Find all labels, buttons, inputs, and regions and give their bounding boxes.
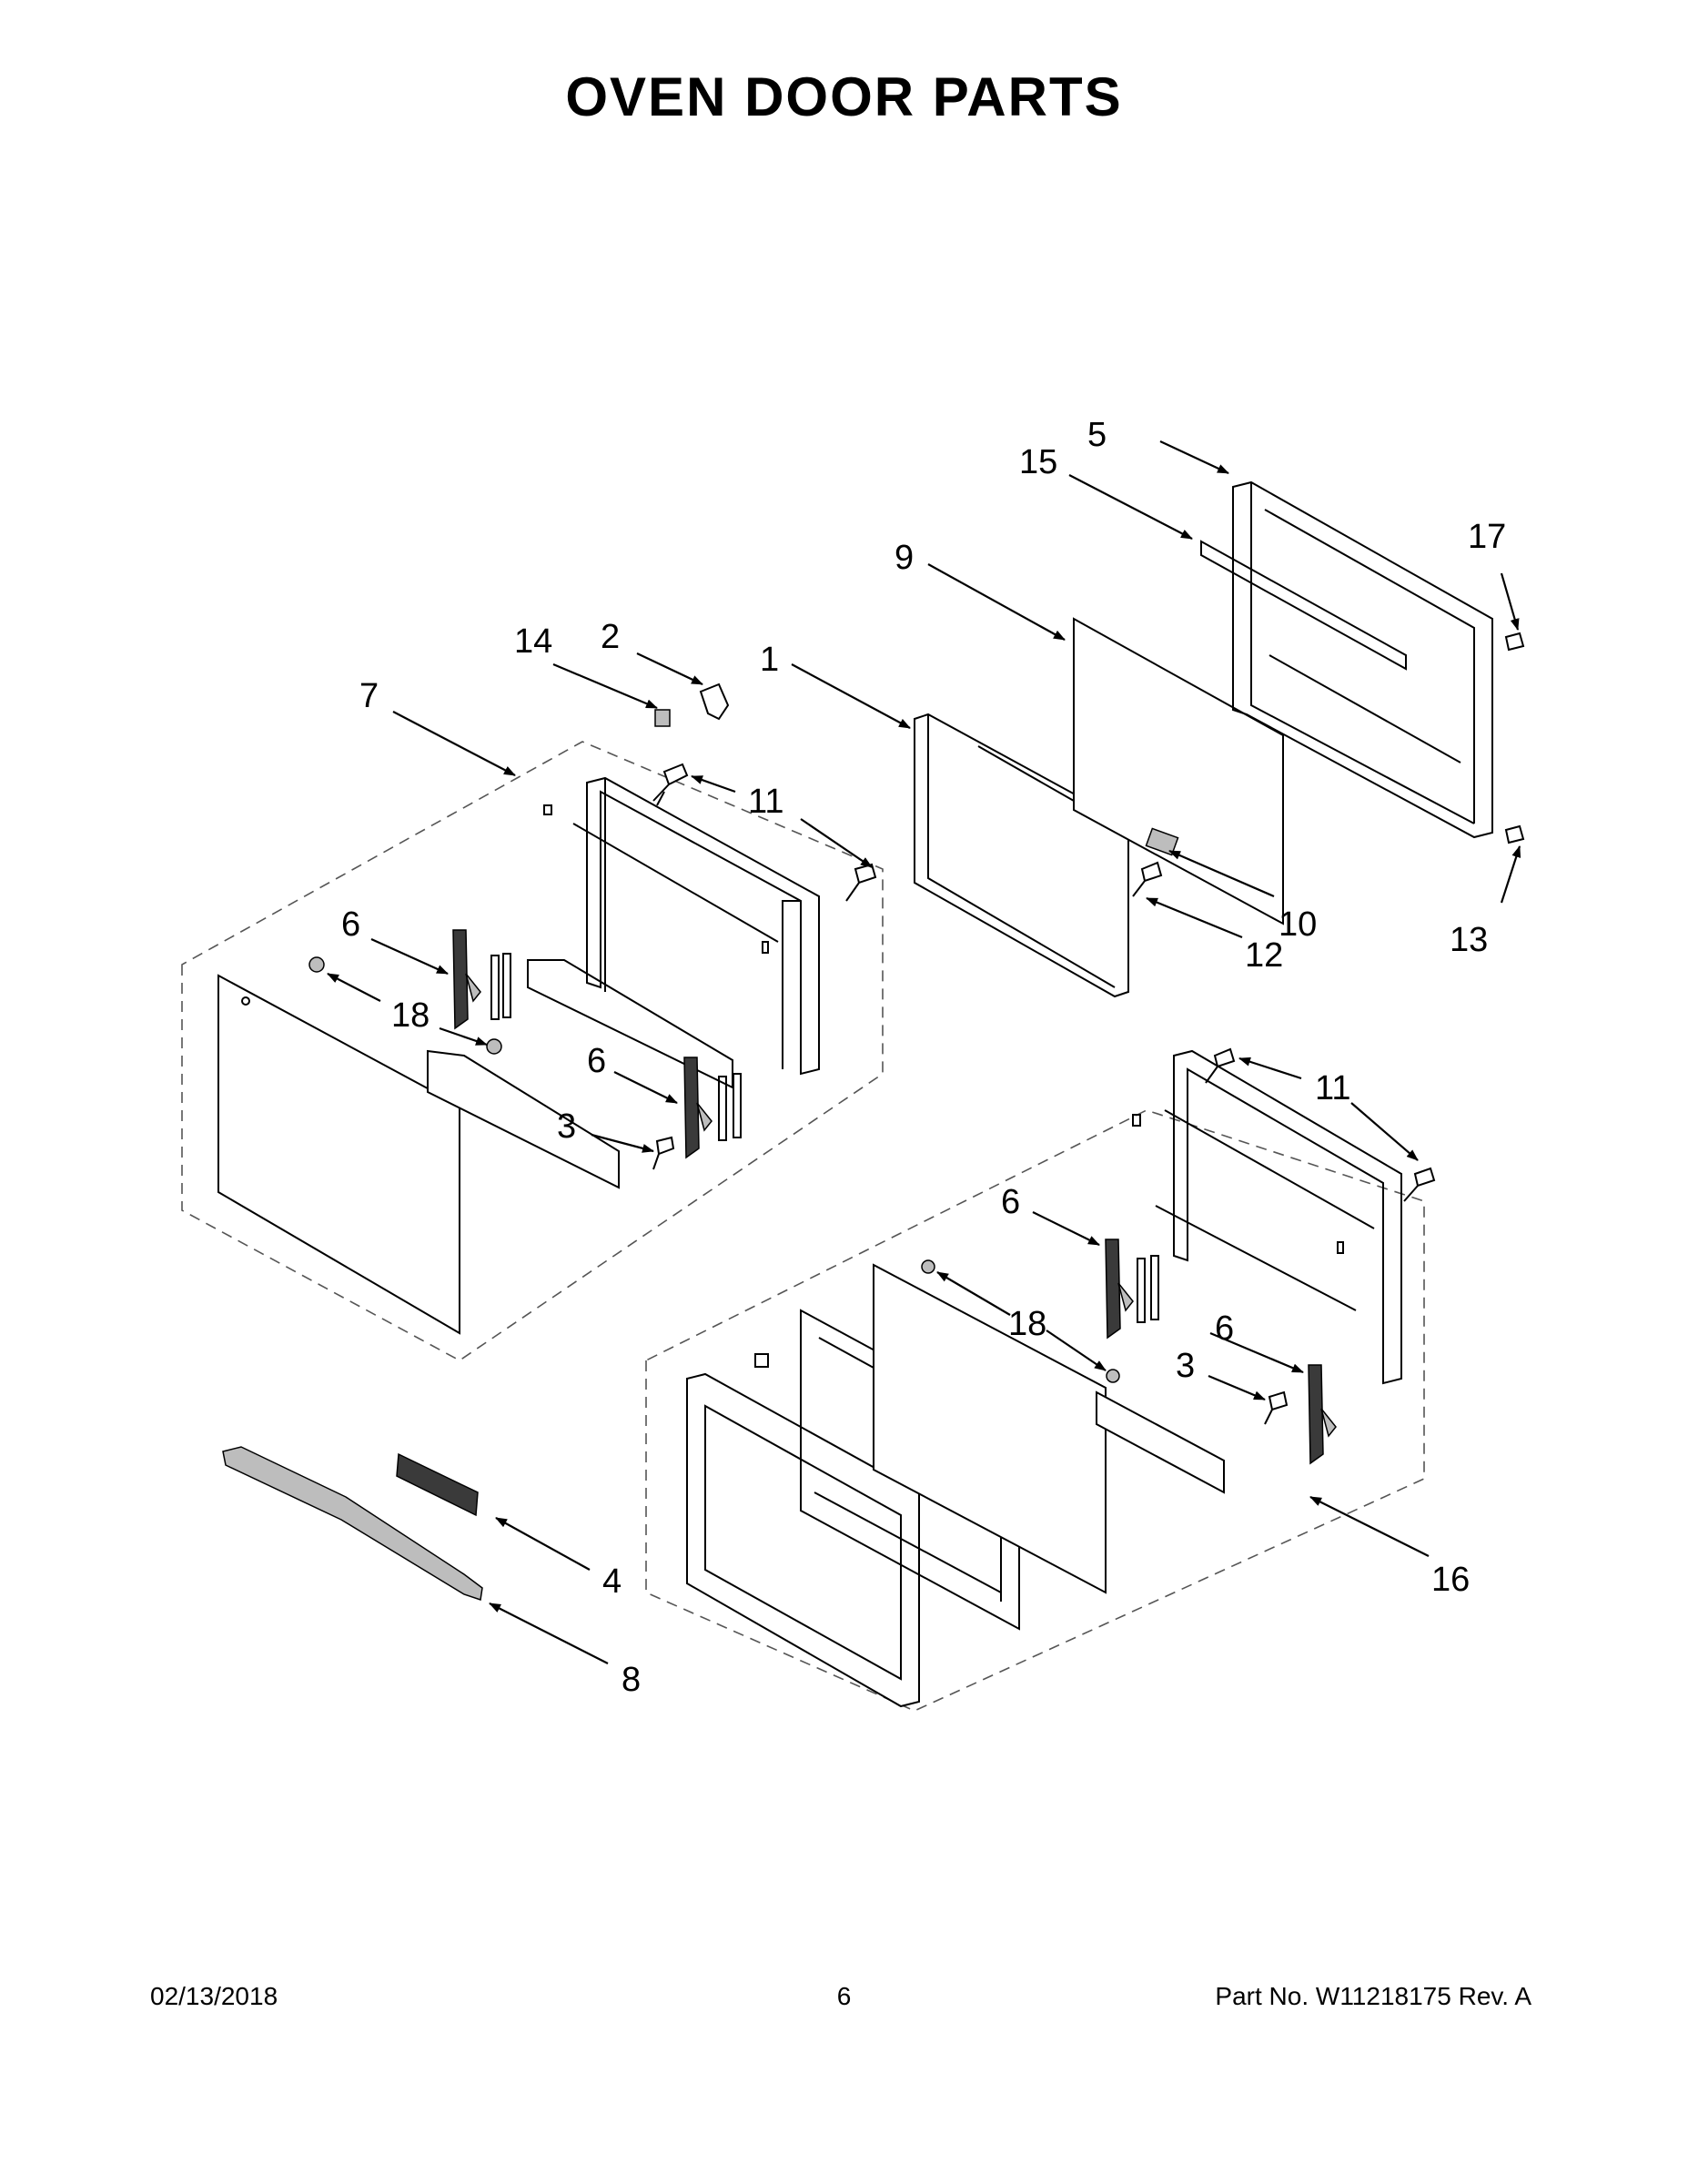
callout-17: 16 bbox=[1431, 1561, 1470, 1599]
callout-3-lower: 3 bbox=[1176, 1347, 1195, 1385]
callout-18-upper: 18 bbox=[391, 996, 430, 1035]
callout-4: 4 bbox=[602, 1562, 622, 1601]
callout-16: 17 bbox=[1468, 518, 1506, 556]
lower-glass bbox=[873, 1263, 1107, 1594]
callout-5: 5 bbox=[1087, 416, 1107, 454]
screw-12 bbox=[1132, 861, 1163, 897]
callout-2: 2 bbox=[601, 618, 620, 656]
lower-bumper-right bbox=[1106, 1369, 1120, 1383]
lower-screw-top bbox=[1205, 1047, 1236, 1084]
callout-9: 9 bbox=[895, 539, 914, 577]
callout-6-lower-left: 6 bbox=[1001, 1183, 1020, 1221]
footer-page-number: 6 bbox=[836, 1982, 852, 2010]
lower-right-hinge bbox=[1308, 1364, 1324, 1465]
upper-inner-frame bbox=[586, 776, 820, 1076]
upper-trim-strip-upper bbox=[527, 959, 733, 1089]
bracket-10 bbox=[1145, 827, 1179, 856]
upper-left-hinge bbox=[452, 929, 469, 1030]
callout-18-lower: 18 bbox=[1008, 1305, 1046, 1343]
lower-left-hinge bbox=[1105, 1239, 1121, 1340]
screw-13 bbox=[1504, 824, 1525, 844]
upper-outer-glass bbox=[217, 974, 460, 1335]
page-title: OVEN DOOR PARTS bbox=[565, 66, 1123, 127]
outer-frame bbox=[1232, 480, 1493, 839]
callout-7: 7 bbox=[359, 677, 379, 715]
door-handle bbox=[222, 1446, 483, 1601]
callout-8: 8 bbox=[622, 1661, 641, 1699]
callout-6-lower-right: 6 bbox=[1215, 1309, 1234, 1348]
callout-13: 13 bbox=[1450, 921, 1488, 959]
callout-12: 12 bbox=[1245, 936, 1283, 975]
footer-part-number: Part No. W11218175 Rev. A bbox=[1215, 1982, 1531, 2010]
lower-bumper-left bbox=[921, 1259, 935, 1274]
upper-bumper-left bbox=[308, 956, 325, 973]
upper-screw-side bbox=[845, 863, 877, 902]
upper-door-assembly-outline bbox=[181, 741, 884, 1361]
logo-badge bbox=[396, 1452, 479, 1517]
lower-hinge-screw bbox=[1264, 1390, 1289, 1425]
callout-15: 15 bbox=[1019, 443, 1057, 481]
upper-trim-strip-lower bbox=[427, 1049, 620, 1189]
lower-trim-strip bbox=[1096, 1390, 1225, 1494]
callout-6-upper-right: 6 bbox=[587, 1042, 606, 1080]
callout-11-upper: 11 bbox=[748, 783, 783, 821]
screw-16 bbox=[1504, 632, 1525, 652]
callout-3-upper: 3 bbox=[557, 1107, 576, 1146]
lower-inner-frame bbox=[1173, 1049, 1402, 1385]
glass-panel bbox=[1073, 617, 1284, 925]
callout-1: 1 bbox=[760, 641, 779, 679]
upper-screw-top bbox=[652, 763, 689, 806]
upper-hinge-screw bbox=[652, 1136, 675, 1170]
callout-6-upper-left: 6 bbox=[341, 905, 360, 944]
clip-14 bbox=[654, 709, 671, 727]
callout-11-lower: 11 bbox=[1315, 1069, 1350, 1107]
callout-14: 14 bbox=[514, 622, 552, 661]
upper-bumper-right bbox=[486, 1038, 502, 1055]
clip-2 bbox=[699, 682, 730, 721]
callout-10: 10 bbox=[1279, 905, 1317, 944]
upper-right-hinge bbox=[683, 1057, 700, 1159]
footer-date: 02/13/2018 bbox=[150, 1982, 278, 2010]
support-rod bbox=[1200, 540, 1407, 671]
lower-outer-frame bbox=[686, 1372, 920, 1708]
lower-screw-side bbox=[1403, 1167, 1436, 1202]
